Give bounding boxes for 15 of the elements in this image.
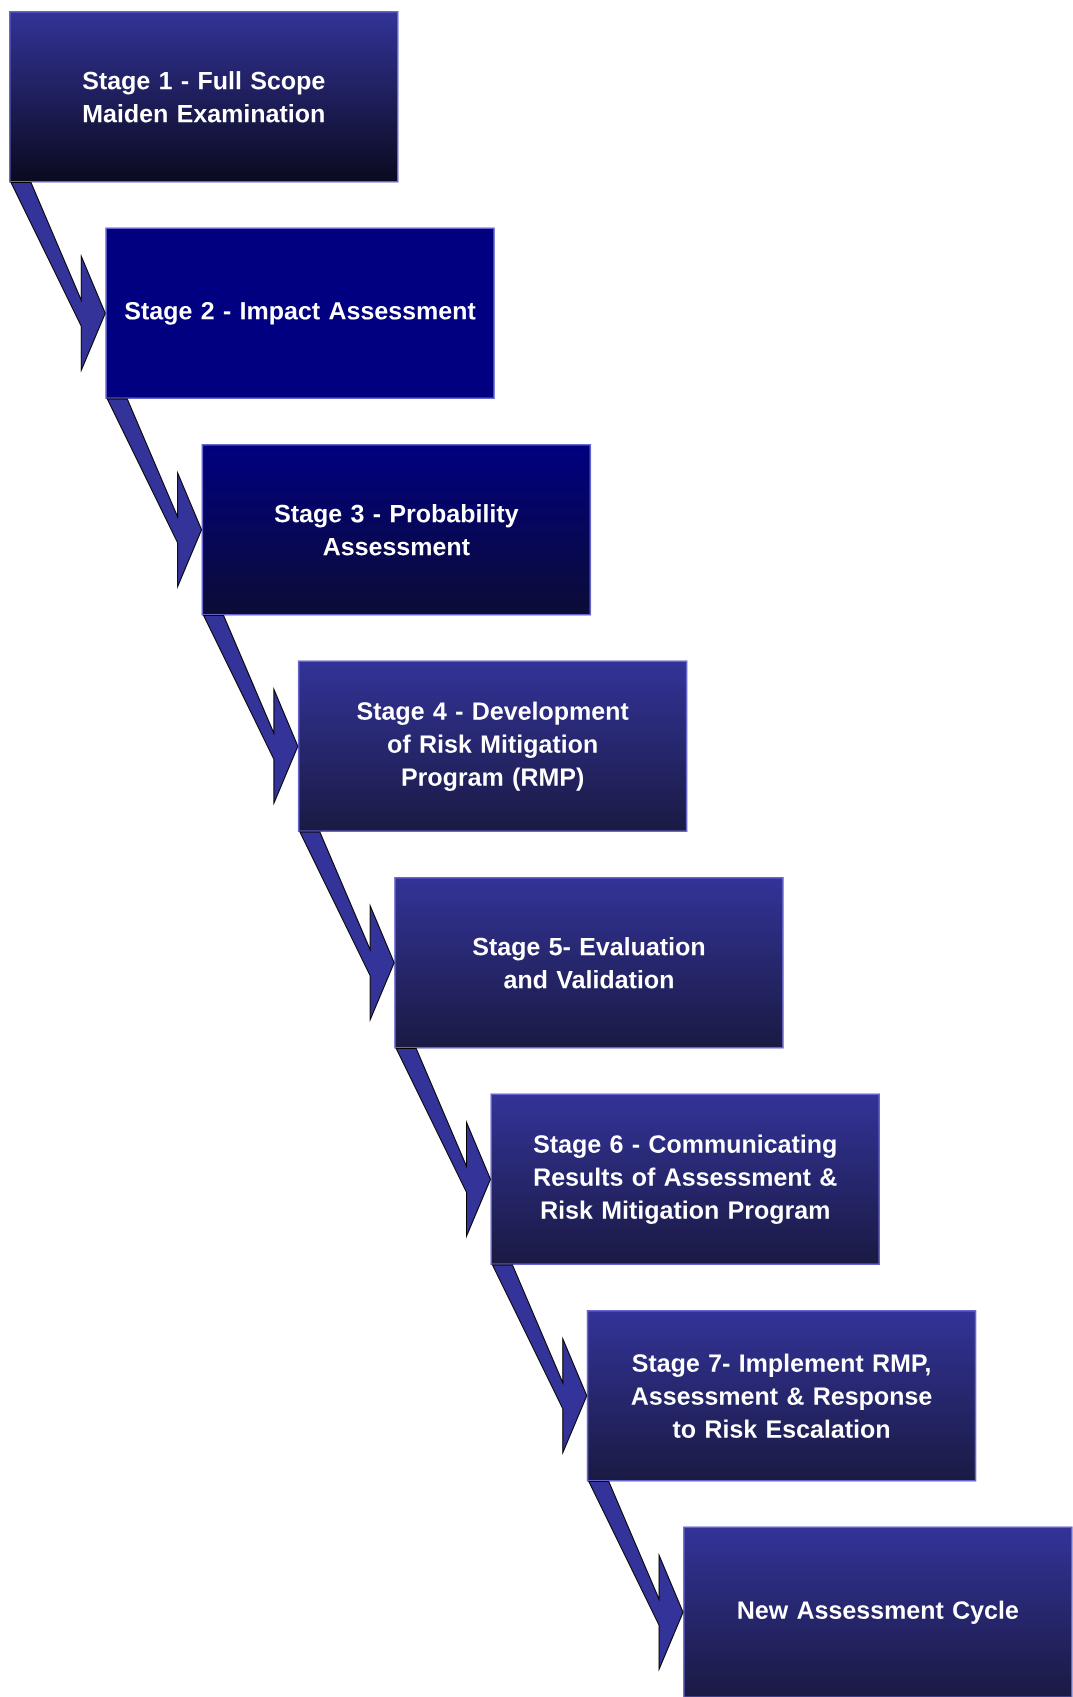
process-box: Stage 5- Evaluation and Validation: [394, 877, 784, 1049]
arrow: [10, 182, 106, 371]
process-box: Stage 1 - Full Scope Maiden Examination: [9, 11, 399, 183]
process-box: Stage 4 - Development of Risk Mitigation Program (RMP): [297, 660, 688, 832]
process-box: Stage 7- Implement RMP, Assessment & Response to Risk Escalation: [586, 1310, 977, 1482]
arrow: [203, 615, 299, 804]
process-box: Stage 2 - Impact Assessment: [105, 227, 495, 399]
arrow: [395, 1048, 491, 1237]
arrow: [492, 1264, 588, 1454]
process-box: Stage 3 - Probability Assessment: [201, 444, 592, 616]
arrow: [299, 831, 395, 1021]
arrow: [106, 398, 203, 588]
process-box: Stage 6 - Communicating Results of Assessment & Risk Mitigation Program: [490, 1093, 880, 1265]
arrow: [588, 1481, 684, 1670]
process-box: New Assessment Cycle: [683, 1526, 1073, 1697]
